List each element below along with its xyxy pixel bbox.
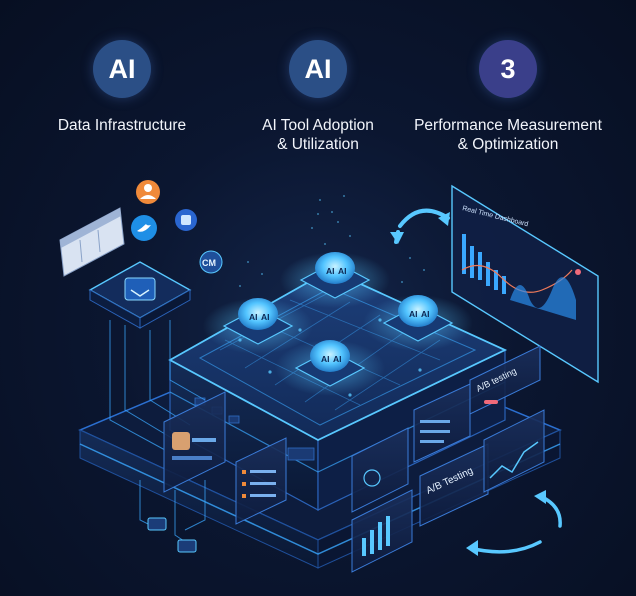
download-icon [130, 289, 150, 297]
svg-text:CM: CM [202, 258, 216, 268]
bar-chart-panel [351, 489, 413, 573]
chip-label: AI [321, 354, 330, 364]
chip-node [147, 517, 197, 553]
user-profile-panel [163, 391, 226, 493]
ai-chip: AI AI [280, 252, 390, 308]
ai-chip: AI AI [363, 295, 473, 351]
step-badge: 3 [479, 40, 537, 98]
app-icon [175, 209, 197, 231]
chip-label: AI [338, 266, 347, 276]
chip-label: AI [409, 309, 418, 319]
chip-label: AI [421, 309, 430, 319]
cycle-arrow-icon [466, 490, 562, 556]
data-source-node [88, 261, 192, 329]
refresh-arrow-icon [390, 208, 450, 244]
list-panel [235, 437, 287, 525]
step-label: AI Tool Adoption & Utilization [262, 117, 374, 153]
step-badge: AI [289, 40, 347, 98]
twitter-icon [131, 215, 157, 241]
stats-panel [413, 383, 471, 463]
ai-chip: AI AI [203, 298, 313, 354]
ab-testing-panel: A/B Testing [419, 443, 489, 527]
ai-chip: AI AI [275, 340, 385, 396]
step-label: Performance Measurement & Optimization [414, 117, 602, 153]
trend-chart-panel [483, 409, 545, 493]
data-particles [239, 195, 425, 287]
chip-label: AI [333, 354, 342, 364]
ai-analysis-panel [351, 427, 409, 513]
chip-label: AI [326, 266, 335, 276]
step-badge: AI [93, 40, 151, 98]
dashboard-panel: Real Time Dashboard [451, 184, 599, 384]
step-ai-tool-adoption: AI AI Tool Adoption & Utilization [208, 40, 428, 154]
user-icon [136, 180, 160, 204]
cm-icon: CM [199, 250, 223, 274]
chip-label: AI [249, 312, 258, 322]
browser-window-icon [59, 207, 125, 277]
chip-label: AI [261, 312, 270, 322]
step-data-infrastructure: AI Data Infrastructure [12, 40, 232, 135]
step-performance-measurement: 3 Performance Measurement & Optimization [398, 40, 618, 154]
step-label: Data Infrastructure [57, 117, 187, 134]
